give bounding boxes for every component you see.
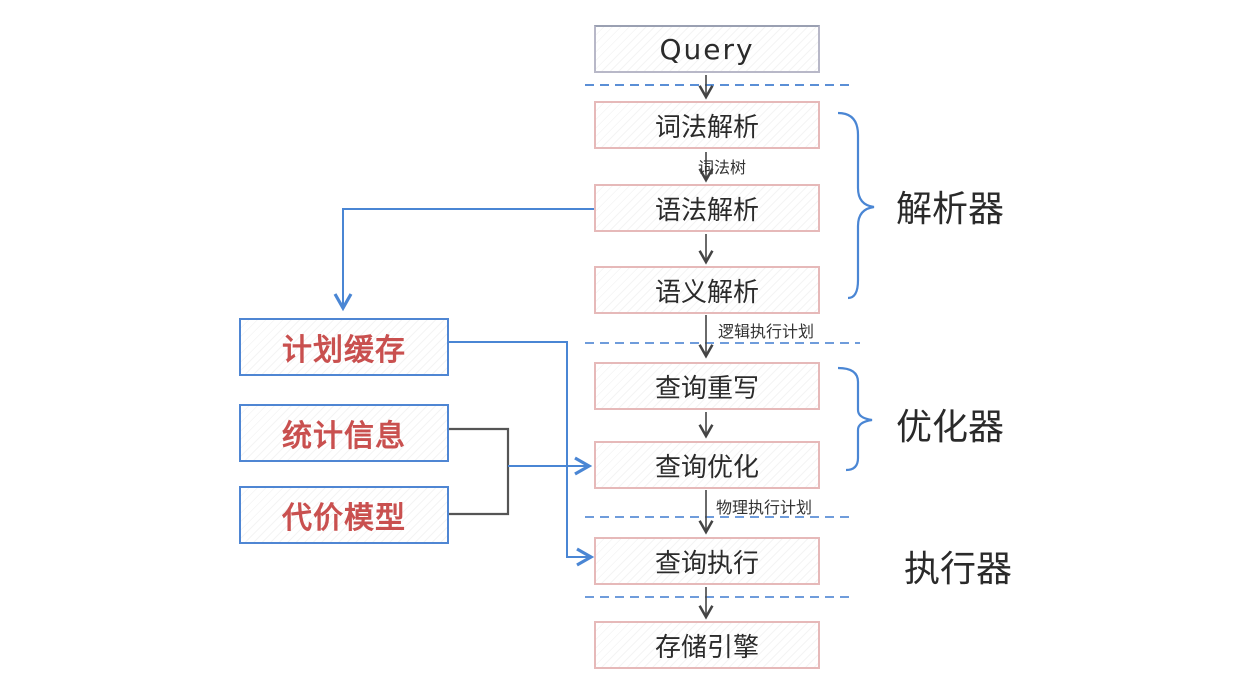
node-query-rewrite: 查询重写 [594, 362, 820, 410]
parser-bracket [837, 111, 875, 300]
node-lexical-parse: 词法解析 [594, 101, 820, 149]
edge-label-lexical-tree: 词法树 [698, 158, 747, 177]
node-statistics: 统计信息 [239, 404, 449, 462]
group-label-parser: 解析器 [896, 189, 1005, 230]
node-storage-engine: 存储引擎 [594, 621, 820, 669]
node-syntax-parse: 语法解析 [594, 184, 820, 232]
node-semantic-parse: 语义解析 [594, 266, 820, 314]
node-cost-model: 代价模型 [239, 486, 449, 544]
edge-label-logical-plan: 逻辑执行计划 [718, 322, 815, 341]
group-label-optimizer: 优化器 [896, 407, 1005, 448]
connector-plan-cache-to-execute [449, 341, 595, 567]
node-query-optimize: 查询优化 [594, 441, 820, 489]
connector-syntax-to-plan-cache [333, 208, 594, 312]
connector-statistics-merge [449, 427, 510, 516]
optimizer-bracket [837, 366, 873, 472]
node-query: Query [594, 25, 820, 73]
node-plan-cache: 计划缓存 [239, 318, 449, 376]
edge-label-physical-plan: 物理执行计划 [716, 498, 813, 517]
group-label-executor: 执行器 [904, 549, 1013, 590]
node-query-execute: 查询执行 [594, 537, 820, 585]
